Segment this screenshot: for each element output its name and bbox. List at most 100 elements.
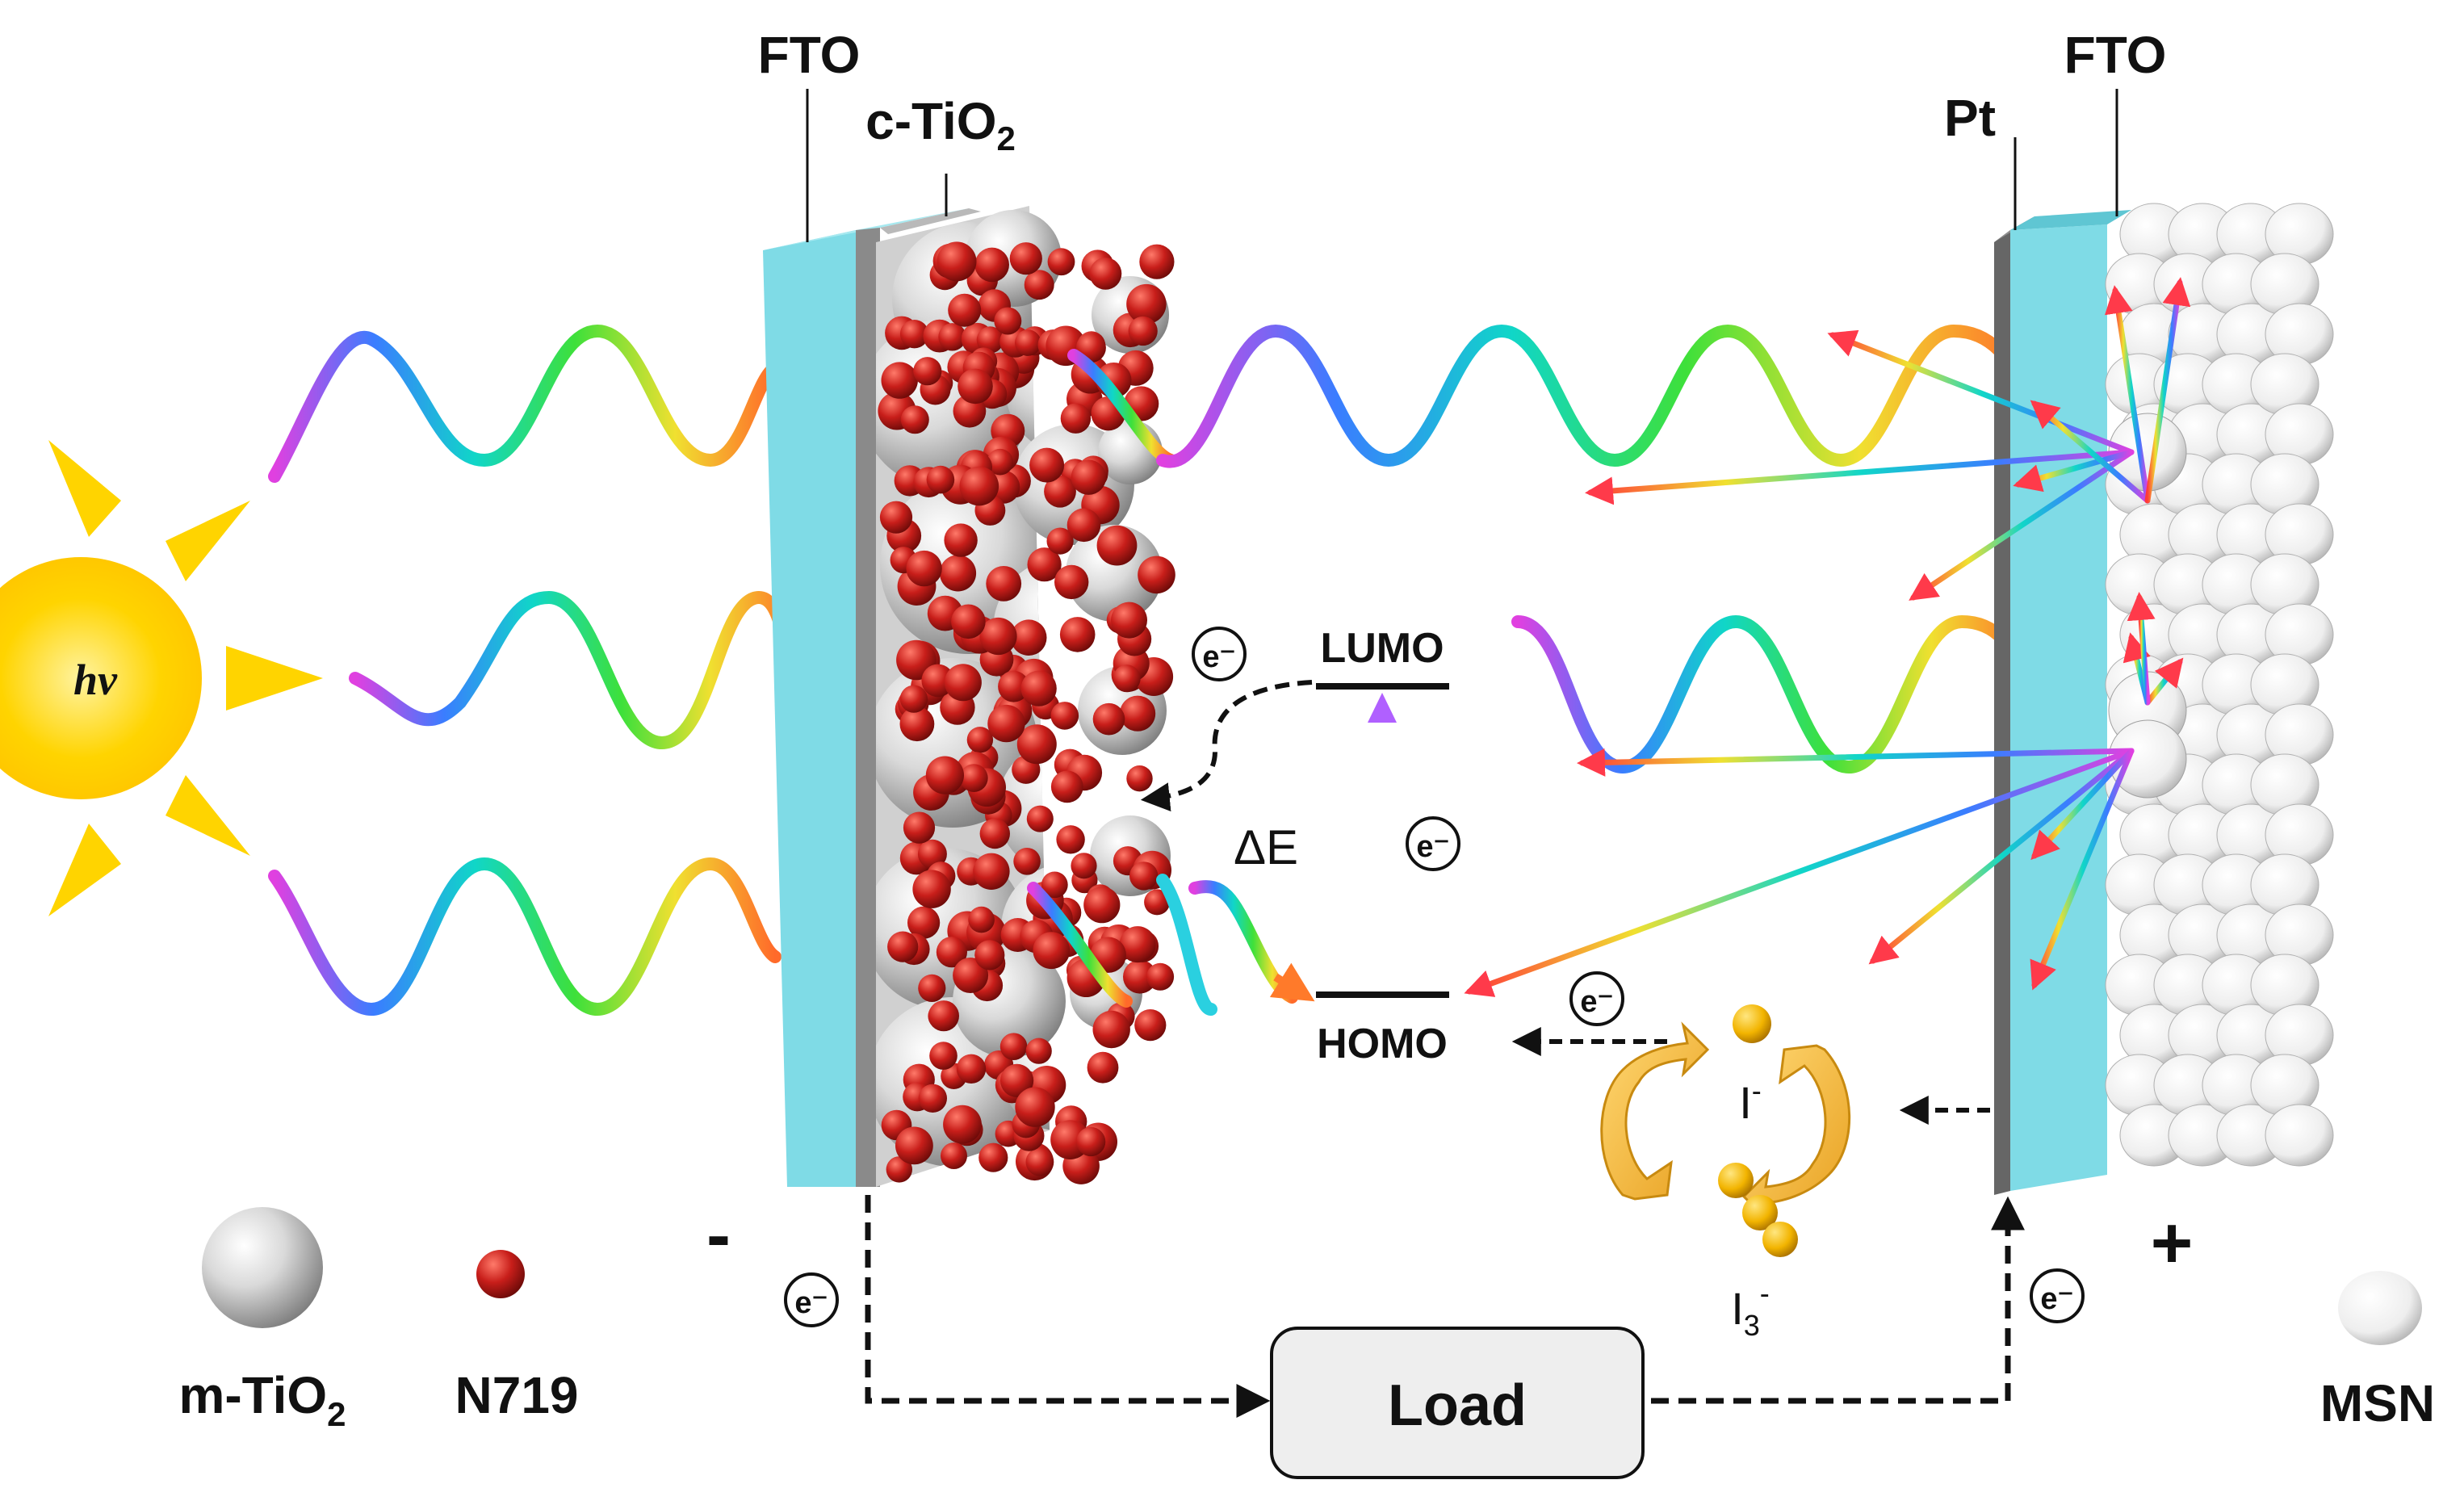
n719-dye-sphere [926, 465, 955, 494]
n719-dye-sphere [912, 870, 951, 908]
n719-dye-sphere [1139, 244, 1175, 279]
scattered-ray [2104, 285, 2151, 504]
n719-dye-sphere [1015, 329, 1041, 356]
n719-dye-sphere [938, 323, 966, 351]
n719-dye-sphere [979, 617, 1017, 656]
n719-dye-sphere [918, 1084, 948, 1113]
n719-dye-sphere [899, 685, 928, 713]
n719-dye-sphere [1119, 926, 1156, 963]
legend-mtio2-label: m-TiO2 [178, 1366, 346, 1433]
n719-dye-sphere [1054, 564, 1089, 600]
photoanode [763, 208, 981, 1187]
n719-dye-sphere [1025, 1147, 1054, 1176]
n719-dye-sphere [1041, 871, 1068, 899]
n719-dye-sphere [1096, 525, 1138, 566]
n719-dye-sphere [906, 550, 942, 587]
electron-badge-anode: e⁻ [784, 1272, 839, 1327]
light-wave-middle [349, 590, 806, 750]
n719-dye-sphere [936, 937, 967, 968]
n719-dye-sphere [937, 241, 977, 282]
n719-dye-sphere [1071, 459, 1107, 495]
energy-levels: LUMO HOMO ΔE [1140, 625, 1449, 1067]
electron-badges: e⁻ e⁻ e⁻ e⁻ e⁻ [784, 627, 2085, 1327]
n719-dye-sphere [976, 326, 1004, 354]
triiodide-atom-1 [1718, 1163, 1754, 1198]
transmitted-wave-middle [1511, 614, 2041, 774]
n719-dye-sphere [903, 811, 936, 844]
oxidation-arrow [1741, 1044, 1851, 1225]
n719-dye-sphere [951, 604, 986, 639]
hv-label: hv [73, 656, 118, 704]
legend-mtio2-swatch [202, 1207, 323, 1328]
n719-dye-sphere [1050, 702, 1079, 730]
n719-dye-sphere [1044, 475, 1076, 508]
n719-dye-sphere [979, 818, 1011, 849]
transmitted-light-waves [1156, 324, 2041, 1004]
n719-dye-sphere [1020, 670, 1057, 706]
scattered-ray [1868, 748, 2135, 965]
n719-dye-sphere [1026, 805, 1054, 832]
scattered-ray [2030, 400, 2151, 504]
c-tio2-layer [856, 228, 880, 1187]
scattered-light-rays [1464, 277, 2191, 997]
n719-dye-sphere [887, 931, 919, 962]
injection-arrow [1140, 680, 1313, 812]
n719-dye-sphere [1123, 959, 1157, 994]
n719-dye-sphere [1046, 527, 1074, 555]
n719-dye-sphere [1060, 403, 1092, 434]
incoming-light-waves [268, 324, 806, 1017]
svg-text:e⁻: e⁻ [1580, 985, 1613, 1019]
triiodide-atom-3 [1762, 1222, 1798, 1257]
n719-dye-sphere [939, 555, 977, 592]
sun-icon: hv [0, 440, 323, 916]
anode-sign: - [706, 1195, 731, 1276]
transmitted-wave-top [1156, 324, 2041, 468]
fto-glass-right [2010, 224, 2107, 1191]
n719-dye-sphere [886, 1156, 913, 1183]
external-circuit: Load - + [706, 1195, 2193, 1479]
legend: m-TiO2 N719 MSN [178, 1207, 2435, 1433]
delta-e-label: ΔE [1234, 820, 1298, 874]
n719-dye-sphere [944, 523, 978, 557]
n719-dye-sphere [1059, 617, 1096, 652]
iodide-label: I- [1739, 1074, 1762, 1128]
legend-n719-swatch [476, 1250, 525, 1298]
n719-dye-sphere [966, 727, 994, 753]
scattered-ray [2030, 748, 2135, 991]
circuit-cathode-wire [1651, 1196, 2025, 1404]
n719-dye-sphere [1144, 889, 1171, 916]
redox-cycle: I- I3- [1511, 1004, 1990, 1342]
n719-dye-sphere [1047, 248, 1075, 276]
scattered-ray [1909, 449, 2135, 601]
n719-dye-sphere [959, 764, 988, 792]
n719-dye-sphere [918, 974, 946, 1002]
n719-dye-sphere [1029, 447, 1065, 483]
n719-dye-sphere [1025, 1038, 1052, 1064]
n719-dye-sphere [1120, 695, 1156, 732]
n719-dye-sphere [1083, 887, 1121, 924]
scattered-ray [2013, 449, 2135, 493]
scattered-ray [1827, 329, 2135, 455]
n719-dye-sphere [1050, 770, 1083, 803]
n719-dye-sphere [879, 501, 913, 534]
n719-dye-sphere [917, 839, 947, 869]
pt-layer [1994, 230, 2010, 1195]
n719-dye-sphere [1087, 1051, 1119, 1084]
pt-label: Pt [1944, 89, 1996, 147]
n719-dye-sphere [925, 756, 964, 794]
n719-dye-sphere [987, 704, 1025, 743]
scattered-ray [2144, 277, 2191, 504]
electron-badge-cathode: e⁻ [2030, 1268, 2085, 1323]
msn-sphere [2265, 1104, 2334, 1167]
n719-dye-sphere [899, 706, 935, 742]
n719-dye-molecules [878, 241, 1175, 1184]
n719-dye-sphere [1009, 242, 1042, 275]
scattered-ray [1464, 748, 2135, 997]
n719-dye-sphere [913, 357, 942, 386]
n719-dye-sphere [974, 247, 1009, 283]
n719-dye-sphere [994, 307, 1022, 335]
n719-dye-sphere [881, 362, 918, 399]
n719-dye-sphere [1076, 1126, 1106, 1157]
scattered-ray [2127, 592, 2156, 706]
c-tio2-label: c-TiO2 [865, 92, 1016, 157]
